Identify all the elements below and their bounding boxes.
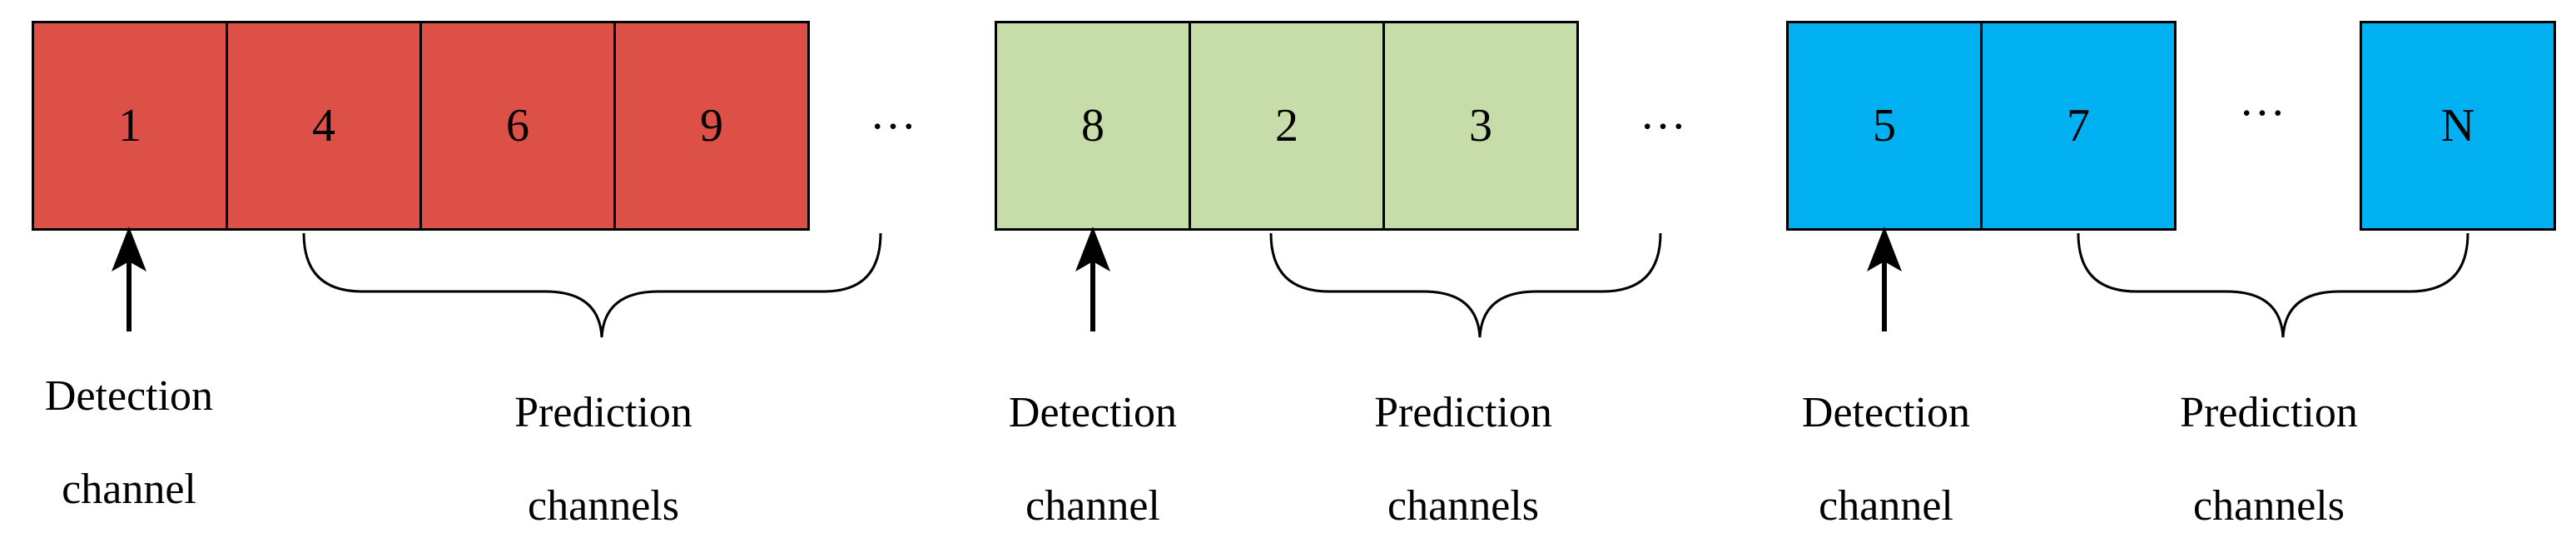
detection-label-1-line-2: channel [62, 466, 196, 513]
prediction-label-3-line-2: channels [2193, 482, 2345, 530]
prediction-label-1-line-2: channels [528, 482, 679, 530]
detection-label-1: Detection channel [17, 350, 241, 536]
channel-cell-2: 2 [1189, 21, 1385, 231]
prediction-label-3: Prediction channels [2140, 366, 2398, 553]
prediction-label-2-line-2: channels [1387, 482, 1539, 530]
prediction-label-3-line-1: Prediction [2180, 389, 2358, 436]
channel-cell-5: 5 [1786, 21, 1983, 231]
prediction-brace-2 [1269, 232, 1662, 338]
detection-label-3-line-2: channel [1819, 482, 1953, 530]
connectors-layer [112, 227, 2469, 338]
detection-label-2: Detection channel [980, 366, 1205, 553]
detection-label-3: Detection channel [1774, 366, 1998, 553]
prediction-brace-1 [302, 232, 882, 338]
prediction-label-2: Prediction channels [1334, 366, 1592, 553]
channel-cell-3: 3 [1382, 21, 1579, 231]
channel-cell-9: 9 [613, 21, 810, 231]
detection-arrow-2 [1075, 227, 1110, 331]
prediction-brace-3 [2077, 232, 2469, 338]
detection-arrow-3 [1867, 227, 1902, 331]
detection-label-1-line-1: Detection [44, 372, 214, 420]
detection-label-2-line-1: Detection [1008, 389, 1178, 436]
detection-label-3-line-1: Detection [1801, 389, 1971, 436]
channel-cell-4: 4 [226, 21, 422, 231]
detection-arrow-1 [112, 227, 146, 331]
channel-cell-1: 1 [32, 21, 228, 231]
ellipsis-3: … [2239, 74, 2287, 126]
channel-cell-n: N [2360, 21, 2556, 231]
prediction-label-1: Prediction channels [474, 366, 732, 553]
ellipsis-2: … [1640, 87, 1688, 139]
channel-allocation-diagram: 1 4 6 9 … 8 2 3 … 5 7 … N [32, 21, 2556, 530]
ellipsis-1: … [870, 87, 918, 139]
prediction-label-2-line-1: Prediction [1374, 389, 1552, 436]
channel-cell-7: 7 [1980, 21, 2176, 231]
detection-label-2-line-2: channel [1025, 482, 1160, 530]
channel-cell-8: 8 [995, 21, 1191, 231]
prediction-label-1-line-1: Prediction [514, 389, 692, 436]
